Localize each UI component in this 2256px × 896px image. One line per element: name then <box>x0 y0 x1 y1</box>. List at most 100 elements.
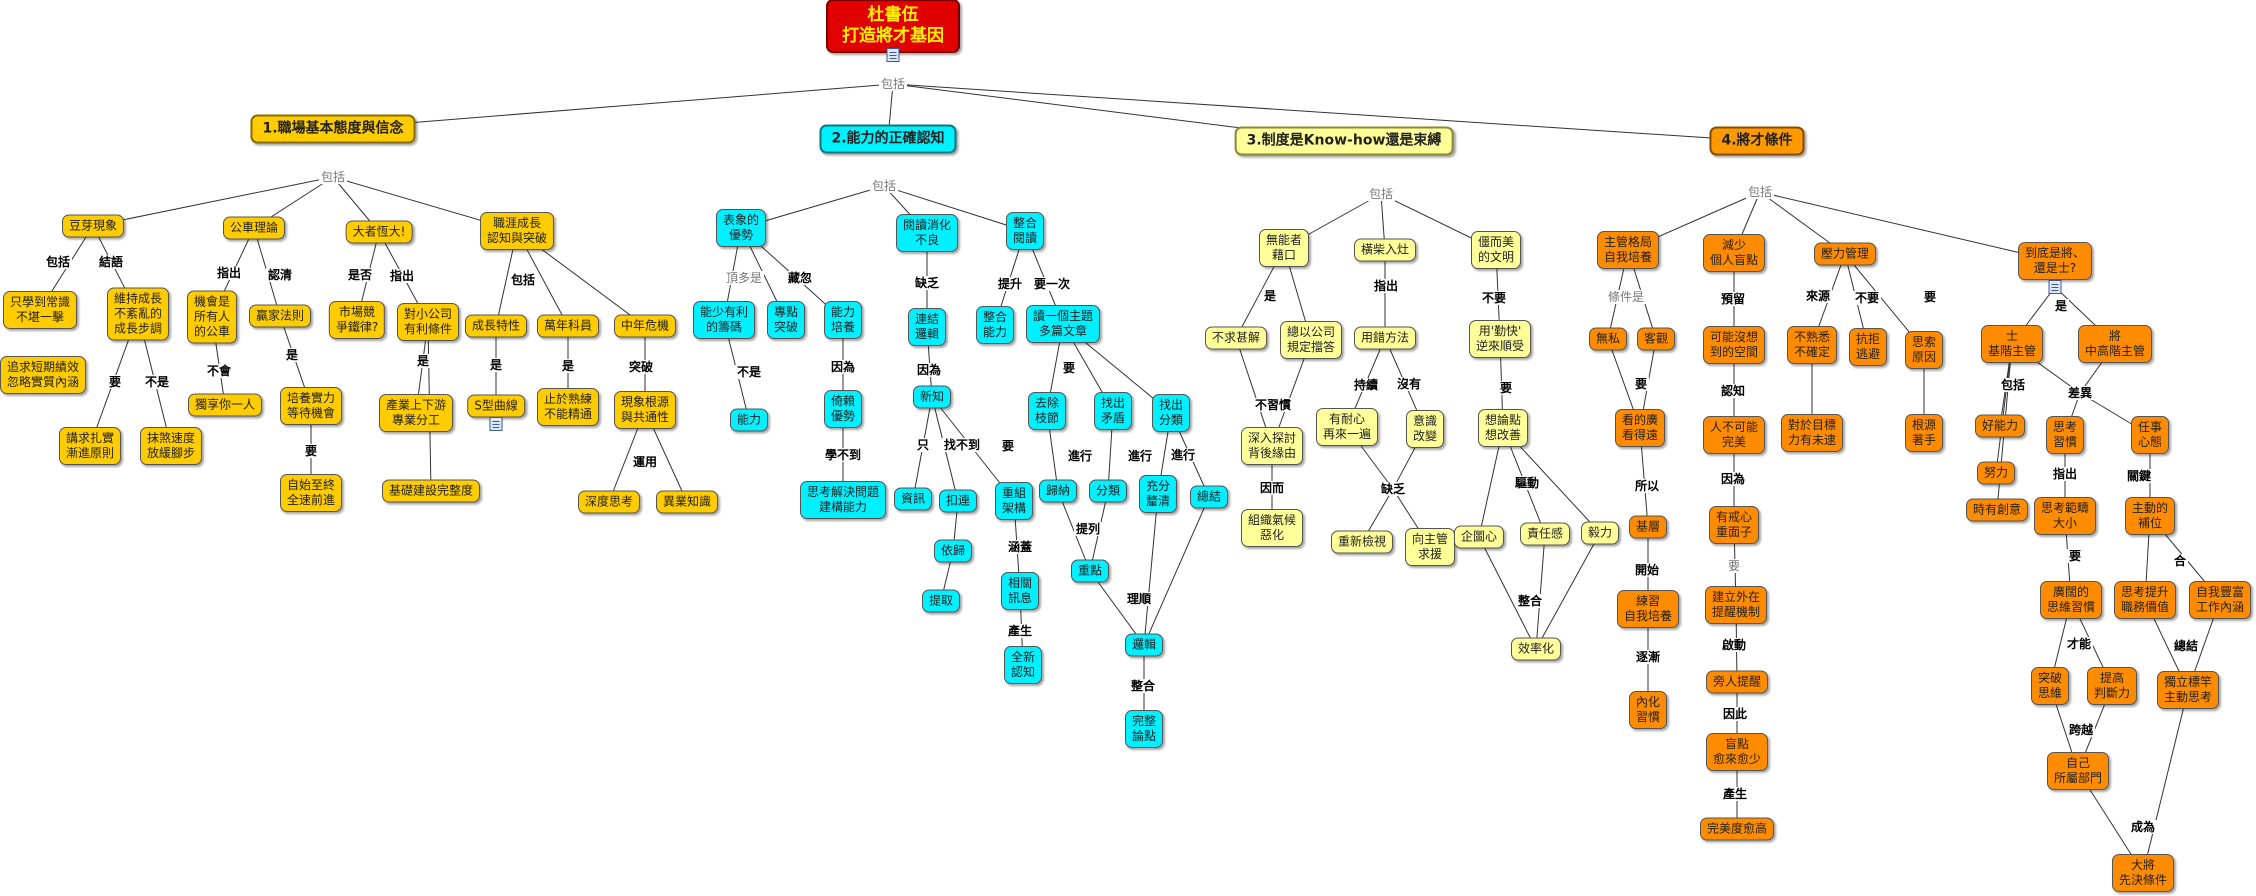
node[interactable]: 基礎建設完整度 <box>381 479 481 503</box>
node[interactable]: 思考解決問題 建構能力 <box>799 481 887 519</box>
node[interactable]: 自始至終 全速前進 <box>279 474 343 512</box>
node[interactable]: 思索 原因 <box>1904 331 1944 369</box>
node[interactable]: 減少 個人盲點 <box>1702 234 1766 272</box>
node[interactable]: 自我豐富 工作內涵 <box>2188 581 2252 619</box>
node[interactable]: 主動的 補位 <box>2124 497 2176 535</box>
root-node[interactable]: 杜書伍 打造將才基因 <box>826 0 960 53</box>
node[interactable]: 用錯方法 <box>1353 326 1417 350</box>
node[interactable]: 不求甚解 <box>1204 326 1268 350</box>
node[interactable]: 新知 <box>912 385 952 409</box>
node[interactable]: 人不可能 完美 <box>1702 416 1766 454</box>
node[interactable]: 完美度愈高 <box>1699 817 1775 841</box>
node[interactable]: 分類 <box>1088 479 1128 503</box>
node[interactable]: 追求短期績效 忽略實質內涵 <box>0 356 87 394</box>
node[interactable]: 思考提升 職務價值 <box>2113 581 2177 619</box>
node[interactable]: 僵而美 的文明 <box>1470 231 1522 269</box>
node[interactable]: 產業上下游 專業分工 <box>378 394 454 432</box>
node[interactable]: 突破 思維 <box>2030 667 2070 705</box>
node[interactable]: 建立外在 提醒機制 <box>1704 586 1768 624</box>
node[interactable]: 士 基階主管 <box>1980 325 2044 363</box>
node[interactable]: 有戒心 重面子 <box>1708 506 1760 544</box>
node[interactable]: 異業知識 <box>655 490 719 514</box>
node[interactable]: 只學到常識 不堪一擊 <box>2 291 78 329</box>
node[interactable]: 充分 釐清 <box>1138 475 1178 513</box>
branch-general[interactable]: 4.將才條件 <box>1709 126 1805 156</box>
node[interactable]: 任事 心態 <box>2130 416 2170 454</box>
node[interactable]: 市場競 爭鐵律? <box>328 301 386 339</box>
node[interactable]: 培養實力 等待機會 <box>279 387 343 425</box>
node[interactable]: 無私 <box>1588 327 1628 351</box>
node[interactable]: 重組 架構 <box>994 482 1034 520</box>
node[interactable]: 能力 <box>729 408 769 432</box>
node[interactable]: 大者恆大! <box>345 220 413 244</box>
document-icon[interactable] <box>2048 280 2062 294</box>
node[interactable]: 總以公司 規定擋答 <box>1279 321 1343 359</box>
node[interactable]: 維持成長 不紊亂的 成長步調 <box>106 287 170 341</box>
node[interactable]: 橫柴入灶 <box>1353 238 1417 262</box>
node[interactable]: 萬年科員 <box>536 314 600 338</box>
branch-attitude[interactable]: 1.職場基本態度與信念 <box>250 114 416 144</box>
node[interactable]: 講求扎實 漸進原則 <box>58 427 122 465</box>
node[interactable]: 到底是將、 還是士? <box>2017 242 2093 280</box>
node[interactable]: 內化 習慣 <box>1628 691 1668 729</box>
node[interactable]: 意識 改變 <box>1405 410 1445 448</box>
document-icon[interactable] <box>489 417 503 431</box>
node[interactable]: 基層 <box>1628 515 1668 539</box>
node[interactable]: 壓力管理 <box>1813 242 1877 266</box>
node[interactable]: 企圖心 <box>1453 525 1505 549</box>
node[interactable]: 豆芽現象 <box>61 214 125 238</box>
node[interactable]: 不熟悉 不確定 <box>1786 326 1838 364</box>
node[interactable]: 毅力 <box>1580 521 1620 545</box>
node[interactable]: 找出 分類 <box>1151 394 1191 432</box>
node[interactable]: 組織氣候 惡化 <box>1240 509 1304 547</box>
node[interactable]: 能力 培養 <box>823 301 863 339</box>
node[interactable]: 可能沒想 到的空間 <box>1702 326 1766 364</box>
node[interactable]: 對小公司 有利條件 <box>396 303 460 341</box>
node[interactable]: 獨立標竿 主動思考 <box>2156 671 2220 709</box>
node[interactable]: 表象的 優勢 <box>715 209 767 247</box>
node[interactable]: 專點 突破 <box>766 301 806 339</box>
node[interactable]: 廣闊的 思維習慣 <box>2039 581 2103 619</box>
node[interactable]: 深度思考 <box>577 490 641 514</box>
node[interactable]: 重點 <box>1070 559 1110 583</box>
node[interactable]: 歸納 <box>1038 479 1078 503</box>
node[interactable]: 職涯成長 認知與突破 <box>479 212 555 250</box>
node[interactable]: 現象根源 與共通性 <box>613 391 677 429</box>
node[interactable]: 邏輯 <box>1124 633 1164 657</box>
node[interactable]: 思考 習慣 <box>2045 416 2085 454</box>
node[interactable]: 盲點 愈來愈少 <box>1705 733 1769 771</box>
node[interactable]: 閱讀消化 不良 <box>895 214 959 252</box>
node[interactable]: 中年危機 <box>613 314 677 338</box>
node[interactable]: 扣連 <box>938 489 978 513</box>
node[interactable]: 努力 <box>1976 461 2016 485</box>
node[interactable]: 對於目標 力有未逮 <box>1780 414 1844 452</box>
node[interactable]: 依歸 <box>933 539 973 563</box>
node[interactable]: 倚賴 優勢 <box>823 390 863 428</box>
node[interactable]: 有耐心 再來一遍 <box>1315 408 1379 446</box>
node[interactable]: 止於熟練 不能精通 <box>536 388 600 426</box>
node[interactable]: 機會是 所有人 的公車 <box>186 290 238 344</box>
node[interactable]: 相關 訊息 <box>1000 572 1040 610</box>
node[interactable]: 好能力 <box>1974 414 2026 438</box>
node[interactable]: 能少有利 的籌碼 <box>692 301 756 339</box>
node[interactable]: 效率化 <box>1510 637 1562 661</box>
node[interactable]: 看的廣 看得遠 <box>1614 409 1666 447</box>
node[interactable]: 主管格局 自我培養 <box>1596 231 1660 269</box>
branch-system[interactable]: 3.制度是Know-how還是束縛 <box>1234 126 1454 156</box>
node[interactable]: 向主管 求援 <box>1404 528 1456 566</box>
node[interactable]: 抹煞速度 放緩腳步 <box>139 427 203 465</box>
node[interactable]: 根源 著手 <box>1904 414 1944 452</box>
node[interactable]: 將 中高階主管 <box>2077 325 2153 363</box>
node[interactable]: 深入探討 背後緣由 <box>1240 427 1304 465</box>
node[interactable]: 整合 能力 <box>975 306 1015 344</box>
node[interactable]: 找出 矛盾 <box>1093 392 1133 430</box>
document-icon[interactable] <box>886 48 900 62</box>
node[interactable]: 思考範疇 大小 <box>2033 497 2097 535</box>
node[interactable]: 資訊 <box>893 487 933 511</box>
node[interactable]: 全新 認知 <box>1003 646 1043 684</box>
node[interactable]: 提高 判斷力 <box>2086 667 2138 705</box>
node[interactable]: 客觀 <box>1636 327 1676 351</box>
node[interactable]: 無能者 藉口 <box>1258 229 1310 267</box>
node[interactable]: 完整 論點 <box>1124 710 1164 748</box>
node[interactable]: 成長特性 <box>464 314 528 338</box>
